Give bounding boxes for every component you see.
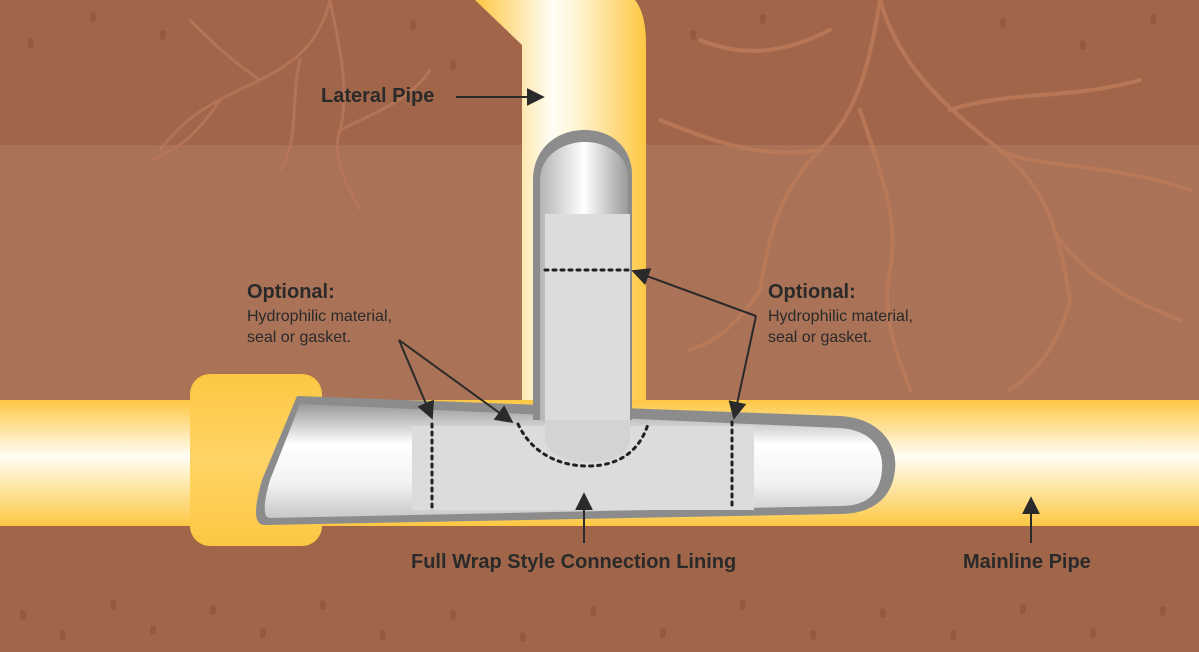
connection-wrap-saddle: [545, 420, 630, 462]
optional-right-title: Optional:: [768, 281, 856, 303]
optional-left-title: Optional:: [247, 281, 335, 303]
lateral-pipe-label: Lateral Pipe: [321, 85, 435, 107]
optional-right-callout: Optional: Hydrophilic material, seal or …: [768, 281, 913, 348]
optional-left-line1: Hydrophilic material,: [247, 308, 392, 325]
tree-roots-left: [148, 0, 432, 212]
callout-arrows: [398, 88, 1040, 543]
mainline-pipe-label: Mainline Pipe: [963, 551, 1091, 573]
optional-right-line2: seal or gasket.: [768, 329, 873, 346]
arrow-left-seal: [398, 339, 434, 420]
soil-lower: [0, 520, 1199, 652]
soil-pebbles: [20, 12, 1166, 642]
connection-lining-label: Full Wrap Style Connection Lining: [411, 551, 737, 573]
liner-lateral-lining: [545, 214, 630, 454]
arrow-left-saddle: [398, 339, 514, 424]
optional-left-line2: seal or gasket.: [247, 329, 352, 346]
optional-right-line1: Hydrophilic material,: [768, 308, 913, 325]
arrow-right-seal: [728, 315, 757, 420]
arrow-right-lateral: [631, 268, 757, 317]
seal-lines: [430, 268, 734, 512]
seal-line-saddle: [516, 422, 650, 468]
tree-roots-right: [658, 0, 1192, 392]
optional-left-callout: Optional: Hydrophilic material, seal or …: [247, 281, 392, 348]
